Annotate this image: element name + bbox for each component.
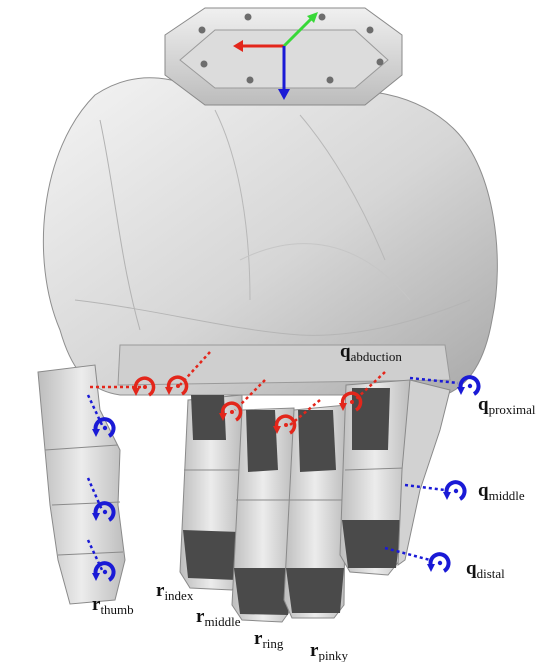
finger-ring (284, 405, 346, 618)
rotation-arrow-icon (427, 554, 449, 572)
label-q-distal: qdistal (466, 558, 505, 581)
rotation-arrow-icon (443, 482, 465, 500)
label-r-pinky: rpinky (310, 640, 349, 662)
label-q-proximal: qproximal (478, 394, 536, 417)
hand-palm (43, 78, 497, 395)
label-r-ring: rring (254, 628, 284, 651)
label-q-middle: qmiddle (478, 480, 525, 503)
finger-index (180, 395, 242, 590)
label-r-middle: rmiddle (196, 606, 241, 629)
